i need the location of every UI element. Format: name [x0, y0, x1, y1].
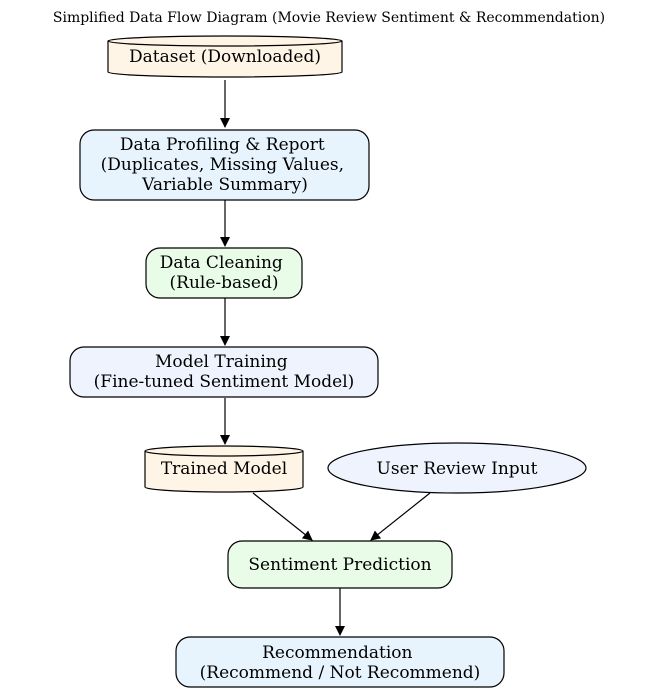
node-label: Sentiment Prediction: [248, 555, 431, 575]
node-user-input: User Review Input: [327, 442, 587, 494]
svg-text:Model Training (Fine-tun: Model Training (Fine-tuned Sentiment Mod…: [94, 352, 355, 392]
edge-trained-model-to-prediction: [252, 492, 313, 541]
node-label: Recommendation: [262, 643, 412, 663]
node-prediction: Sentiment Prediction: [227, 540, 453, 589]
diagram-title: Simplified Data Flow Diagram (Movie Revi…: [53, 10, 605, 26]
node-label: (Fine-tuned Sentiment Model): [94, 372, 355, 392]
node-label: (Rule-based): [170, 273, 279, 293]
node-ellipse: [327, 442, 587, 494]
node-recommendation: Recommendation (Recommend / Not Recommen…: [175, 636, 505, 688]
edges: [220, 80, 431, 636]
node-label: Variable Summary): [141, 175, 308, 195]
cylinder-shape: [144, 445, 304, 493]
node-box: [145, 247, 303, 299]
node-dataset: Dataset (Downloaded): [107, 35, 343, 78]
node-training: Model Training (Fine-tuned Sentiment Mod…: [69, 346, 379, 398]
cylinder-top-rim: [107, 40, 343, 47]
edge-user-input-to-prediction: [370, 492, 431, 541]
cylinder-shape: [107, 35, 343, 78]
svg-text:Dataset (Downloaded): Dataset (Downloaded): [129, 47, 321, 67]
svg-text:User Review Input: User Review Input: [377, 459, 538, 479]
svg-text:Data Cleaning (Rule-base: Data Cleaning (Rule-based): [160, 253, 288, 293]
node-trained-model: Trained Model: [144, 445, 304, 493]
node-label: Dataset (Downloaded): [129, 47, 321, 67]
node-label: Data Profiling & Report: [120, 135, 325, 155]
svg-text:Trained Model: Trained Model: [161, 459, 287, 479]
node-box: [69, 346, 379, 398]
node-label: Trained Model: [161, 459, 287, 479]
node-label: Model Training: [155, 352, 288, 372]
cylinder-top-rim: [144, 450, 304, 457]
node-box: [79, 129, 370, 201]
svg-text:Sentiment Prediction: Sentiment Prediction: [248, 555, 431, 575]
node-cleaning: Data Cleaning (Rule-based): [145, 247, 303, 299]
svg-text:Recommendation (Recommen: Recommendation (Recommend / Not Recommen…: [200, 643, 481, 683]
svg-text:Data Profiling & Report: Data Profiling & Report (Duplicates, Mis…: [101, 135, 350, 195]
node-label: (Recommend / Not Recommend): [200, 663, 481, 683]
node-label: User Review Input: [377, 459, 538, 479]
node-box: [227, 540, 453, 589]
node-box: [175, 636, 505, 688]
node-profiling: Data Profiling & Report (Duplicates, Mis…: [79, 129, 370, 201]
node-label: (Duplicates, Missing Values,: [101, 155, 344, 175]
node-label: Data Cleaning: [160, 253, 283, 273]
